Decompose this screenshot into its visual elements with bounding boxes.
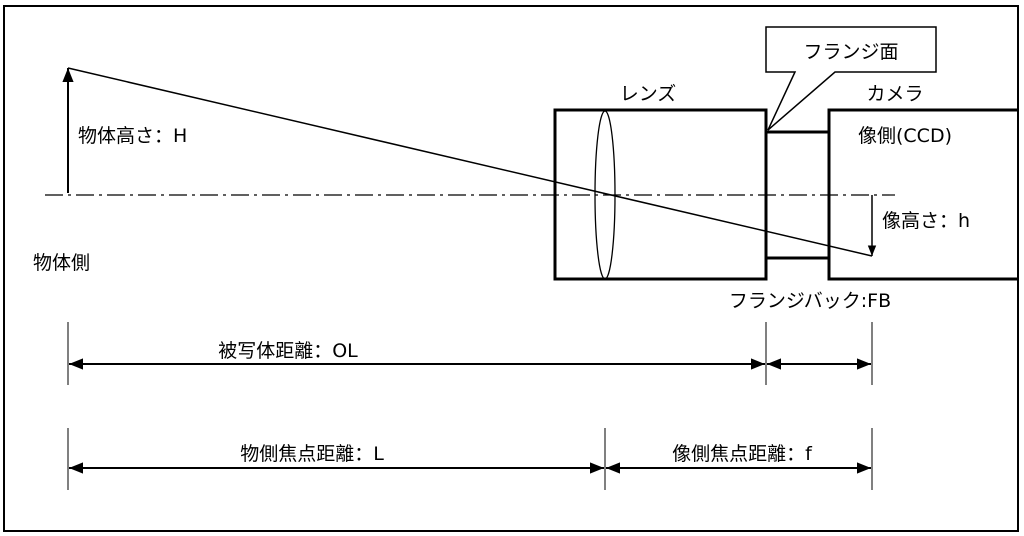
flange-callout: [765, 26, 937, 131]
image-focal-label: 像側焦点距離：f: [672, 443, 813, 465]
camera-body: [827, 108, 1018, 281]
object-focal-label: 物側焦点距離：L: [240, 443, 384, 465]
lens-body: [553, 108, 768, 281]
dimension-row-1: 被写体距離：OL: [67, 322, 873, 385]
object-side-label: 物体側: [33, 252, 90, 274]
image-side-label: 像側(CCD): [858, 125, 952, 147]
dimension-row-2: 物側焦点距離：L 像側焦点距離：f: [67, 428, 873, 490]
lens-label: レンズ: [620, 83, 677, 105]
flange-back-label: フランジバック:FB: [729, 290, 891, 312]
diagram-frame: [3, 5, 1019, 532]
camera-label: カメラ: [866, 83, 923, 105]
flange-surface-label: フランジ面: [803, 41, 898, 63]
object-height-label: 物体高さ：H: [78, 125, 187, 147]
lens-element: [594, 110, 616, 280]
object-distance-label: 被写体距離：OL: [218, 340, 358, 362]
image-height-label: 像高さ：h: [882, 210, 970, 232]
light-ray: [67, 67, 873, 257]
